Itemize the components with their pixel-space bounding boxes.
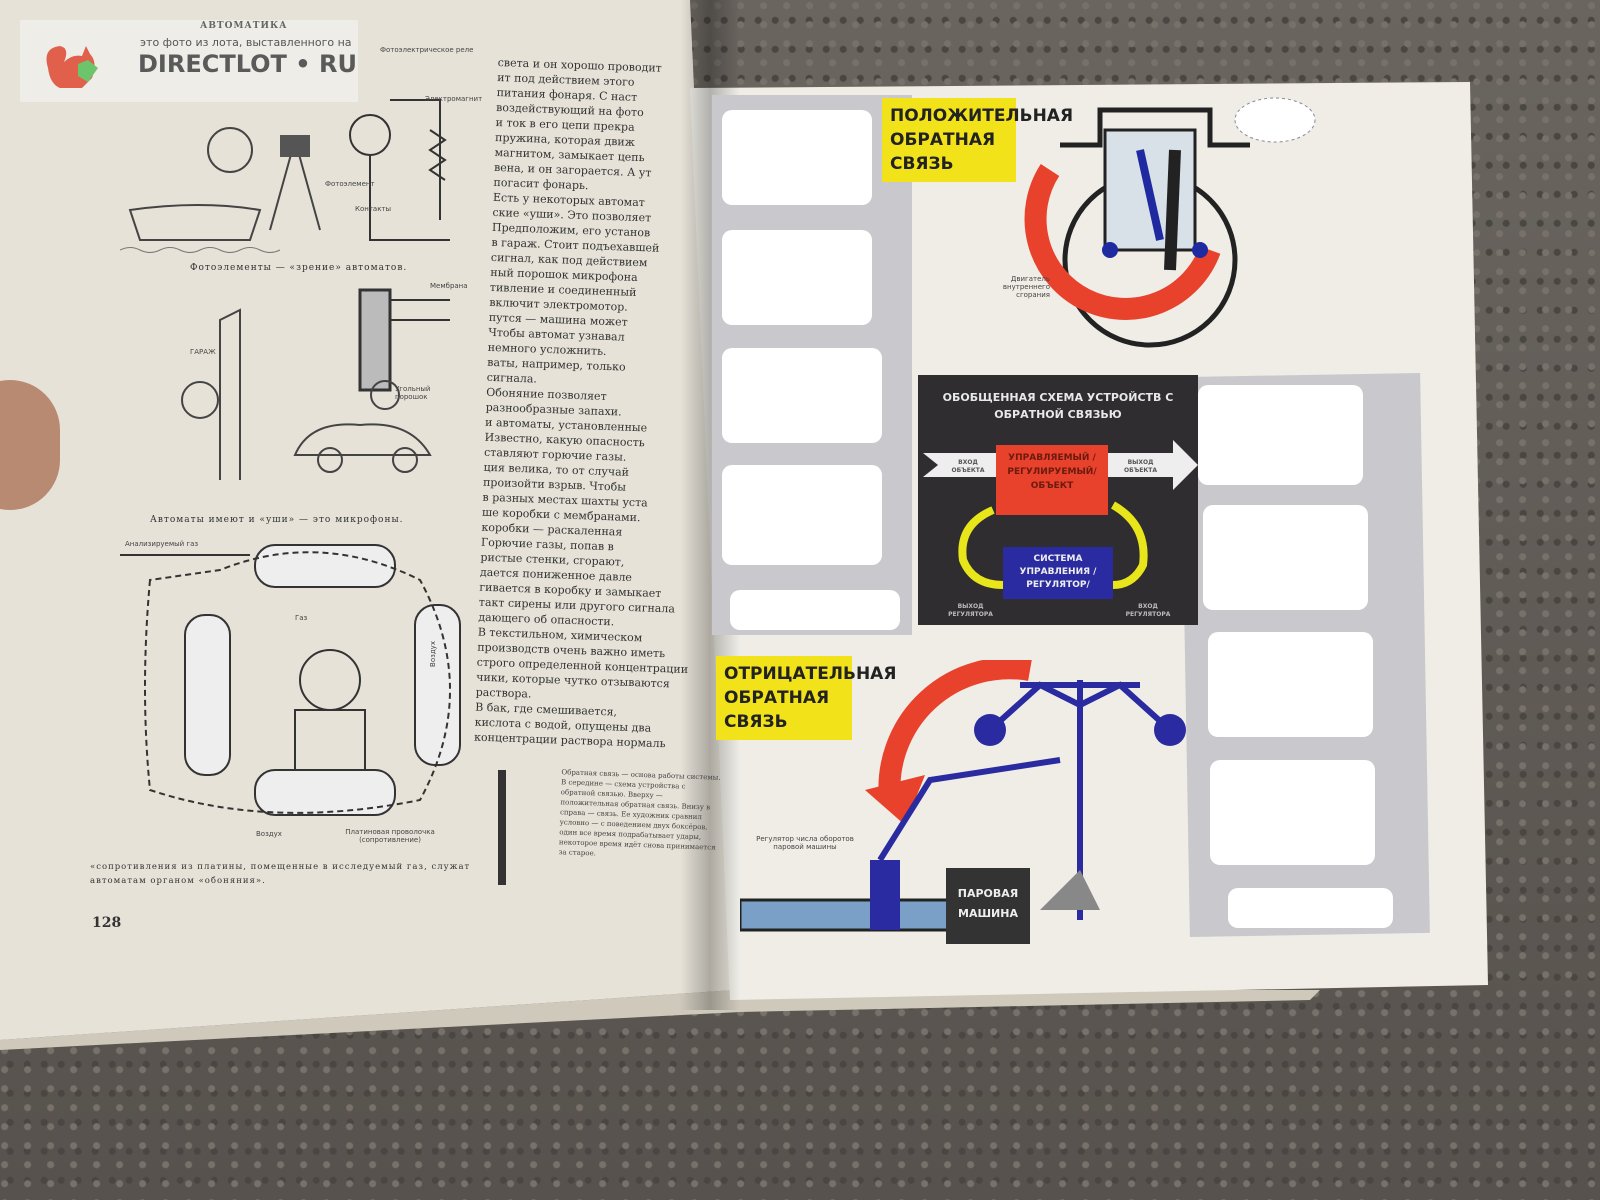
label-photorelay: Фотоэлектрическое реле (380, 46, 474, 54)
running-head: АВТОМАТИКА (200, 21, 288, 31)
label-contacts: Контакты (355, 205, 392, 213)
engine-label: Двигатель внутреннего сгорания (1002, 275, 1050, 299)
film-frame-3 (722, 348, 882, 443)
watermark-brand: DIRECTLOT • RU (138, 50, 357, 78)
film-frame-r1 (1198, 385, 1363, 485)
label-electromagnet: Электромагнит (425, 95, 483, 103)
label-output-object: ВЫХОД ОБЪЕКТА (1123, 459, 1158, 474)
photocell-illustration (120, 99, 450, 253)
caption-photo: Фотоэлементы — «зрение» автоматов. (190, 263, 408, 273)
film-frame-5 (730, 590, 900, 630)
label-air-right: Воздух (428, 641, 437, 667)
label-platinum: Платиновая проволочка (сопротивление) (345, 828, 435, 844)
left-page (0, 0, 735, 1040)
scheme-title: ОБОБЩЕННАЯ СХЕМА УСТРОЙСТВ С ОБРАТНОЙ СВ… (942, 391, 1174, 421)
film-frame-1 (722, 110, 872, 205)
positive-feedback-title: ПОЛОЖИТЕЛЬНАЯ ОБРАТНАЯ СВЯЗЬ (882, 98, 1073, 182)
watermark-subtitle: это фото из лота, выставленного на (140, 36, 352, 49)
film-frame-4 (722, 465, 882, 565)
squirrel-logo-icon (46, 46, 98, 88)
caption-microphone: Автоматы имеют и «уши» — это микрофоны. (150, 515, 404, 525)
gas-sensor-illustration (120, 544, 461, 816)
steam-engine-box: ПАРОВАЯ МАШИНА (946, 868, 1030, 944)
sidebar-rule (498, 770, 506, 885)
feedback-scheme: ОБОБЩЕННАЯ СХЕМА УСТРОЙСТВ С ОБРАТНОЙ СВ… (918, 375, 1198, 625)
label-air-bottom: Воздух (256, 830, 282, 838)
sidebar-caption: Обратная связь — основа работы системы. … (558, 768, 721, 858)
governor-label: Регулятор числа оборотов паровой машины (756, 835, 854, 851)
label-carbon: Угольный порошок (395, 385, 431, 401)
label-garage: ГАРАЖ (190, 348, 216, 356)
thumb (0, 380, 60, 510)
page-number: 128 (92, 915, 122, 931)
scheme-object-box: УПРАВЛЯЕМЫЙ /РЕГУЛИРУЕМЫЙ/ ОБЪЕКТ (996, 445, 1108, 515)
label-analyzed-gas: Анализируемый газ (125, 540, 199, 548)
label-photocell: Фотоэлемент (325, 180, 375, 188)
film-frame-r3 (1208, 632, 1373, 737)
label-gas: Газ (295, 614, 308, 622)
label-membrane: Мембрана (430, 282, 468, 290)
film-frame-r5 (1228, 888, 1393, 928)
label-output-regulator: ВЫХОД РЕГУЛЯТОРА (948, 603, 993, 618)
scheme-arrows (923, 440, 1198, 589)
watermark: это фото из лота, выставленного на DIREC… (20, 20, 358, 102)
film-frame-2 (722, 230, 872, 325)
scheme-regulator-box: СИСТЕМА УПРАВЛЕНИЯ /РЕГУЛЯТОР/ (1003, 547, 1113, 599)
label-input-object: ВХОД ОБЪЕКТА (951, 459, 985, 474)
governor-illustration (740, 660, 1186, 932)
negative-feedback-title: ОТРИЦАТЕЛЬНАЯ ОБРАТНАЯ СВЯЗЬ (716, 656, 896, 740)
engine-illustration (1024, 97, 1316, 348)
film-frame-r4 (1210, 760, 1375, 865)
film-frame-r2 (1203, 505, 1368, 610)
microphone-illustration (181, 288, 450, 480)
label-input-regulator: ВХОД РЕГУЛЯТОРА (1125, 603, 1171, 618)
caption-gas: «сопротивления из платины, помещенные в … (90, 862, 471, 886)
